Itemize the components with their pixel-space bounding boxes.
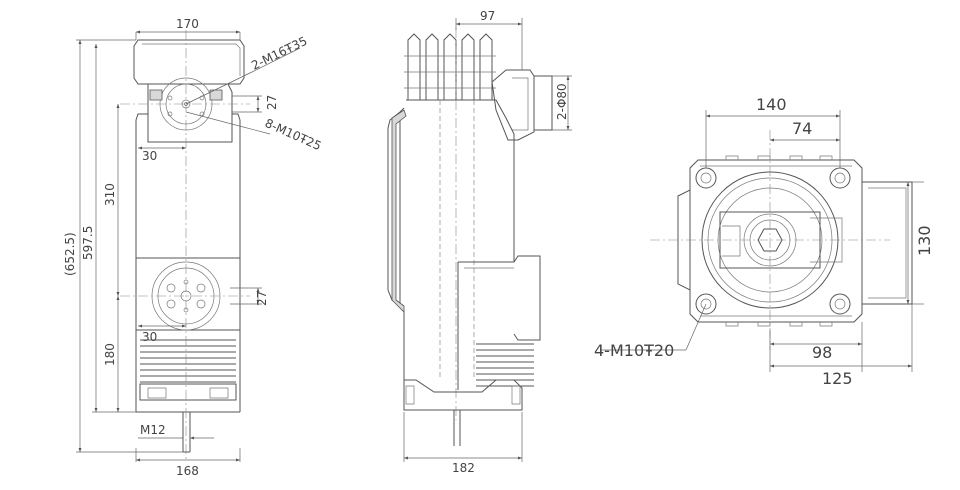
dim-30-top: 30 (142, 149, 157, 163)
label-8-m10: 8-M10Ŧ25 (263, 116, 324, 153)
dim-74: 74 (792, 119, 812, 138)
dim-2-phi-80: 2-Φ80 (555, 83, 569, 120)
label-4-m10: 4-M10Ŧ20 (594, 341, 674, 360)
label-2-m16: 2-M16Ŧ35 (249, 34, 309, 73)
dim-27-top: 27 (265, 95, 279, 110)
side-view: 97 2-Φ80 182 (387, 9, 572, 475)
dim-170: 170 (176, 17, 199, 31)
front-view: 170 168 (652.5) 597.5 310 180 2-M16Ŧ35 8… (63, 17, 323, 478)
dim-180: 180 (103, 343, 117, 366)
dim-130: 130 (915, 225, 934, 256)
dim-310: 310 (103, 183, 117, 206)
dim-597-5: 597.5 (81, 226, 95, 260)
dim-27-bottom: 27 (255, 291, 269, 306)
dim-140: 140 (756, 95, 787, 114)
dim-168: 168 (176, 464, 199, 478)
bottom-view: 140 74 130 98 125 4-M10Ŧ20 (594, 95, 934, 388)
dim-652-5: (652.5) (63, 232, 77, 276)
dim-182: 182 (452, 461, 475, 475)
dim-30-bottom: 30 (142, 330, 157, 344)
dim-98: 98 (812, 343, 832, 362)
dim-97: 97 (480, 9, 495, 23)
label-m12: M12 (140, 423, 166, 437)
dim-125: 125 (822, 369, 853, 388)
